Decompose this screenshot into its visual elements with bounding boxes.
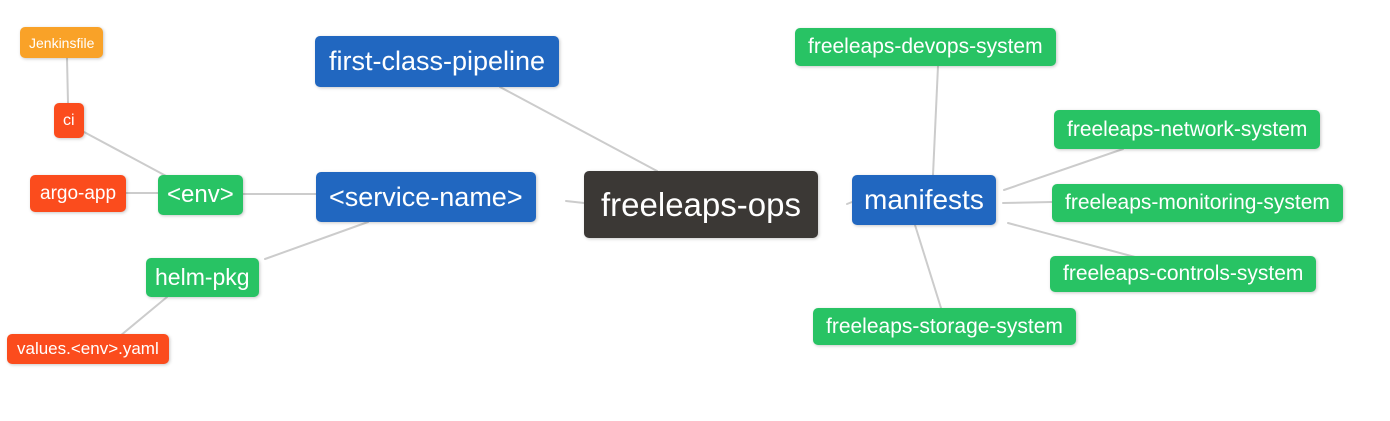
node-jenkinsfile[interactable]: Jenkinsfile xyxy=(20,27,104,58)
edge-manifests-devops xyxy=(932,65,939,176)
node-helm-pkg[interactable]: helm-pkg xyxy=(146,258,259,297)
node-manifests[interactable]: manifests xyxy=(852,175,996,225)
edge-ops-manifests xyxy=(846,201,853,205)
node-service-name[interactable]: <service-name> xyxy=(316,172,536,222)
node-freeleaps-storage-system[interactable]: freeleaps-storage-system xyxy=(813,308,1076,345)
edge-helm-pkg-values-yaml xyxy=(119,296,168,337)
edge-jenkinsfile-ci xyxy=(66,57,69,104)
node-first-class-pipeline[interactable]: first-class-pipeline xyxy=(315,36,560,87)
edge-manifests-network xyxy=(1003,148,1124,191)
node-freeleaps-monitoring-system[interactable]: freeleaps-monitoring-system xyxy=(1052,184,1343,222)
node-values-env-yaml[interactable]: values.<env>.yaml xyxy=(7,334,169,364)
edge-manifests-monitoring xyxy=(1002,201,1053,204)
edge-pipeline-ops xyxy=(499,86,658,172)
edge-service-name-helm-pkg xyxy=(264,221,369,260)
edge-service-name-ops xyxy=(565,200,585,204)
node-freeleaps-network-system[interactable]: freeleaps-network-system xyxy=(1054,110,1321,149)
node-ci[interactable]: ci xyxy=(54,103,84,138)
node-argo-app[interactable]: argo-app xyxy=(30,175,127,212)
edge-manifests-storage xyxy=(914,224,942,309)
node-freeleaps-devops-system[interactable]: freeleaps-devops-system xyxy=(795,28,1056,66)
node-freeleaps-ops[interactable]: freeleaps-ops xyxy=(584,171,818,238)
edge-ci-env xyxy=(83,131,169,178)
node-freeleaps-controls-system[interactable]: freeleaps-controls-system xyxy=(1050,256,1317,292)
edge-manifests-controls xyxy=(1007,222,1136,258)
node-env[interactable]: <env> xyxy=(158,175,243,215)
